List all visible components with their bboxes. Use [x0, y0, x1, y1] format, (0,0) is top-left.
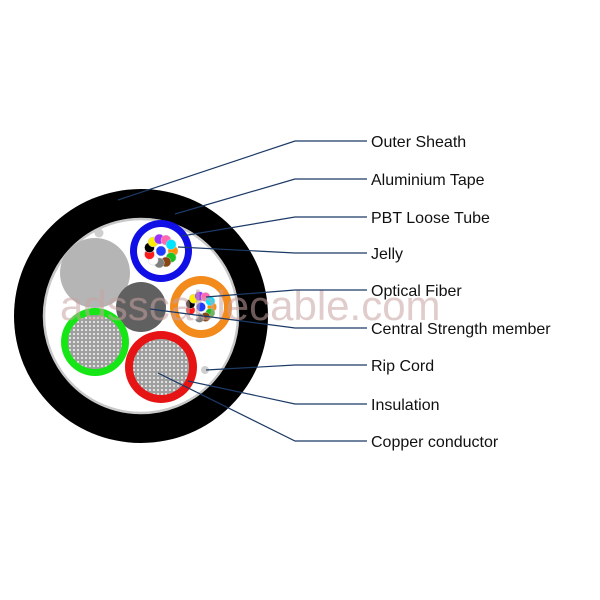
leader-optical-fiber [205, 289, 367, 298]
optical-fiber [155, 245, 167, 257]
optical-fibers-blue-tube [144, 233, 179, 269]
rip-cord-dot-top [94, 228, 104, 238]
leader-rip-cord [205, 364, 367, 371]
label-optical-fiber: Optical Fiber [371, 283, 462, 300]
leader-copper-conductor [157, 372, 367, 442]
central-strength-member [116, 282, 166, 332]
label-jelly: Jelly [371, 246, 403, 263]
label-central-strength-member: Central Strength member [371, 321, 551, 338]
rip-cord [201, 366, 209, 374]
leader-outer-sheath [117, 140, 367, 201]
label-insulation: Insulation [371, 397, 440, 414]
label-rip-cord: Rip Cord [371, 358, 434, 375]
label-outer-sheath: Outer Sheath [371, 134, 466, 151]
leader-insulation [187, 380, 367, 405]
leader-central-strength-member [149, 308, 367, 329]
leader-jelly [177, 246, 367, 254]
copper-conductor-green [68, 315, 122, 369]
optical-fiber [196, 302, 206, 312]
label-copper-conductor: Copper conductor [371, 434, 499, 451]
label-pbt-loose-tube: PBT Loose Tube [371, 210, 490, 227]
optical-fiber [165, 239, 177, 250]
watermark-text: adsscablecable.com [60, 282, 441, 329]
copper-conductor-red [133, 339, 189, 395]
label-aluminium-tape: Aluminium Tape [371, 172, 485, 189]
filler-rod [60, 238, 130, 308]
leader-aluminium-tape [174, 178, 367, 215]
leader-pbt-loose-tube [181, 216, 367, 237]
